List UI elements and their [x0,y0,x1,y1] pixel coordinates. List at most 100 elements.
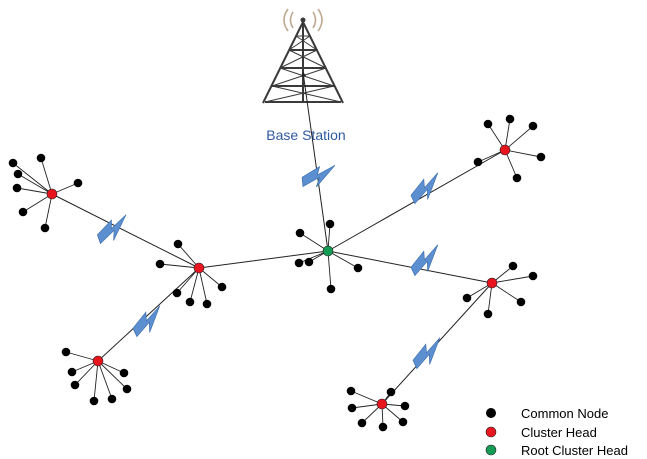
cluster-head [92,355,104,367]
common-node [185,297,195,307]
member-link [97,360,128,390]
common-node [326,284,336,294]
common-node [107,394,117,404]
wireless-link-icon [410,172,439,205]
common-node [483,309,493,319]
member-link [65,351,99,363]
common-node [89,396,99,406]
legend-item-cluster-head: Cluster Head [485,425,597,440]
backbone-link [301,71,329,252]
cluster-northeast [473,114,546,183]
member-link [176,267,200,294]
cluster-head [499,144,511,156]
common-node [347,403,357,413]
common-node [12,183,22,193]
member-link [40,157,53,195]
common-node [462,293,472,303]
common-node [483,119,493,129]
member-link [17,173,53,195]
member-link [74,360,99,386]
base-station-label: Base Station [266,127,345,143]
backbone-links [51,71,506,405]
backbone-link [51,193,200,269]
cluster-head-swatch [485,426,497,438]
member-link [97,360,113,400]
common-node [122,384,132,394]
common-node [400,401,410,411]
member-link [491,282,522,303]
common-node [217,282,227,292]
legend-label: Root Cluster Head [521,443,628,458]
cluster-head [193,262,205,274]
common-node [505,114,515,124]
member-link [16,187,53,196]
member-link [491,275,534,285]
cluster-south [346,386,410,432]
common-node [173,239,183,249]
common-node [13,169,23,179]
root-cluster-head-swatch [485,444,497,456]
member-link [189,267,201,303]
member-link [159,263,200,270]
common-node [528,121,538,131]
backbone-link [97,267,200,362]
member-link [177,243,200,269]
wireless-links [96,165,441,370]
common-node [353,263,363,273]
common-node [346,386,356,396]
member-link [22,193,53,213]
common-node [73,178,83,188]
legend-label: Common Node [521,406,608,421]
legend: Common Node Cluster Head Root Cluster He… [485,406,628,458]
common-node [512,173,522,183]
member-link [44,193,54,229]
common-node [18,207,28,217]
cluster-far-west [8,153,83,233]
backbone-link [327,249,493,284]
common-node [67,367,77,377]
transmission-tower-icon [262,8,344,104]
common-node-swatch [486,408,496,418]
common-node [61,347,71,357]
common-node [70,380,80,390]
common-node [8,158,18,168]
common-node [357,418,367,428]
member-link [299,232,329,252]
member-link [350,390,383,405]
common-node [508,261,518,271]
wireless-link-icon [132,305,161,338]
legend-label: Cluster Head [521,425,597,440]
cluster-southwest [61,347,132,406]
common-node [304,257,314,267]
wireless-link-icon [96,214,127,245]
wireless-link-icon [410,244,439,277]
common-node [398,417,408,427]
common-node [202,299,212,309]
common-node [528,271,538,281]
member-link [504,125,534,151]
common-node [386,387,396,397]
legend-item-root-cluster-head: Root Cluster Head [485,443,628,458]
common-node [295,228,305,238]
common-node [378,422,388,432]
cluster-head [46,188,58,200]
member-link [327,250,359,269]
common-node [155,259,165,269]
wireless-link-icon [412,337,441,370]
common-node [172,288,182,298]
member-link [93,360,100,402]
member-link [197,267,208,305]
cluster-head [486,277,498,289]
member-link [12,162,53,195]
legend-item-common-node: Common Node [486,406,608,421]
member-link [326,250,332,290]
root-cluster-head [322,245,334,257]
clusters [8,114,546,432]
backbone-link [198,249,329,269]
common-node [473,157,483,167]
root-cluster [294,219,363,294]
wireless-link-icon [301,165,336,188]
common-node [325,219,335,229]
common-node [536,152,546,162]
